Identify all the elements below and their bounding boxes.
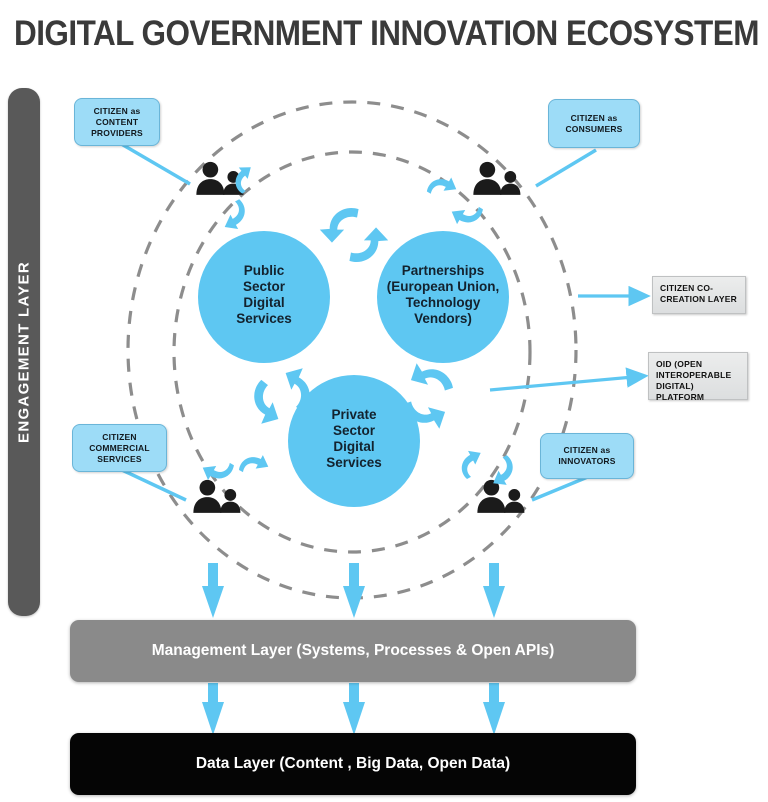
up-arrow-management-to-ecosystem-right bbox=[483, 563, 505, 618]
data-layer-bar[interactable]: Data Layer (Content , Big Data, Open Dat… bbox=[70, 733, 636, 795]
arrow-to-oid-box bbox=[489, 367, 649, 392]
people-icon-top-right bbox=[473, 161, 521, 195]
people-icon-bottom-right bbox=[477, 479, 525, 513]
callout-innovators-line1: CITIZEN as bbox=[563, 445, 611, 455]
up-arrow-management-to-ecosystem-left bbox=[202, 563, 224, 618]
co-creation-line2: CREATION LAYER bbox=[660, 294, 737, 304]
oid-line1: OID (OPEN bbox=[656, 359, 703, 369]
cycle-arrows-top bbox=[319, 207, 389, 263]
callout-commercial-line3: SERVICES bbox=[97, 453, 142, 464]
private-sector-circle[interactable] bbox=[288, 375, 420, 507]
curve-arrow-bottom-left-b bbox=[238, 447, 272, 482]
partnerships-circle[interactable] bbox=[377, 231, 509, 363]
callout-content-providers-line3: PROVIDERS bbox=[91, 127, 143, 138]
curve-arrow-bottom-right-a bbox=[454, 446, 489, 480]
callout-commercial-line1: CITIZEN bbox=[102, 431, 137, 442]
annotation-citizen-co-creation-layer[interactable]: CITIZEN CO- CREATION LAYER bbox=[652, 276, 746, 314]
callout-citizen-consumers[interactable]: CITIZEN as CONSUMERS bbox=[548, 99, 640, 148]
oid-line3: DIGITAL) PLATFORM bbox=[656, 381, 705, 402]
callout-citizen-content-providers[interactable]: CITIZEN as CONTENT PROVIDERS bbox=[74, 98, 160, 146]
management-layer-label: Management Layer (Systems, Processes & O… bbox=[151, 642, 555, 659]
callout-commercial-line2: COMMERCIAL bbox=[89, 442, 150, 453]
oid-line2: INTEROPERABLE bbox=[656, 370, 732, 380]
inner-dashed-ring bbox=[172, 150, 532, 554]
data-layer-label: Data Layer (Content , Big Data, Open Dat… bbox=[195, 755, 511, 772]
up-arrow-data-to-management-left bbox=[202, 683, 224, 735]
callout-tail-consumers bbox=[535, 148, 597, 188]
up-arrow-data-to-management-center bbox=[343, 683, 365, 735]
callout-tail-content-providers bbox=[117, 140, 191, 186]
management-layer-bar[interactable]: Management Layer (Systems, Processes & O… bbox=[70, 620, 636, 682]
curve-arrow-top-right-a bbox=[425, 169, 461, 204]
callout-consumers-line2: CONSUMERS bbox=[565, 123, 623, 134]
curve-arrow-top-left-a bbox=[216, 198, 253, 235]
curve-arrow-top-right-b bbox=[447, 196, 484, 233]
callout-content-providers-line2: CONTENT bbox=[95, 116, 139, 127]
up-arrow-management-to-ecosystem-center bbox=[343, 563, 365, 618]
callout-citizen-innovators[interactable]: CITIZEN as INNOVATORS bbox=[540, 433, 634, 479]
callout-consumers-line1: CITIZEN as bbox=[570, 112, 618, 123]
annotation-oid-platform[interactable]: OID (OPEN INTEROPERABLE DIGITAL) PLATFOR… bbox=[648, 352, 748, 402]
callout-tail-innovators bbox=[531, 474, 591, 502]
public-sector-circle[interactable] bbox=[198, 231, 330, 363]
callout-innovators-line2: INNOVATORS bbox=[558, 456, 616, 466]
people-icon-bottom-left bbox=[193, 479, 241, 513]
callout-content-providers-line1: CITIZEN as bbox=[93, 105, 141, 116]
page-title: DIGITAL GOVERNMENT INNOVATION ECOSYSTEM bbox=[14, 14, 759, 53]
up-arrow-data-to-management-right bbox=[483, 683, 505, 735]
callout-citizen-commercial-services[interactable]: CITIZEN COMMERCIAL SERVICES bbox=[72, 424, 167, 472]
callout-tail-commercial bbox=[121, 468, 187, 502]
co-creation-line1: CITIZEN CO- bbox=[660, 283, 714, 293]
engagement-layer-bar: ENGAGEMENT LAYER bbox=[8, 88, 40, 616]
